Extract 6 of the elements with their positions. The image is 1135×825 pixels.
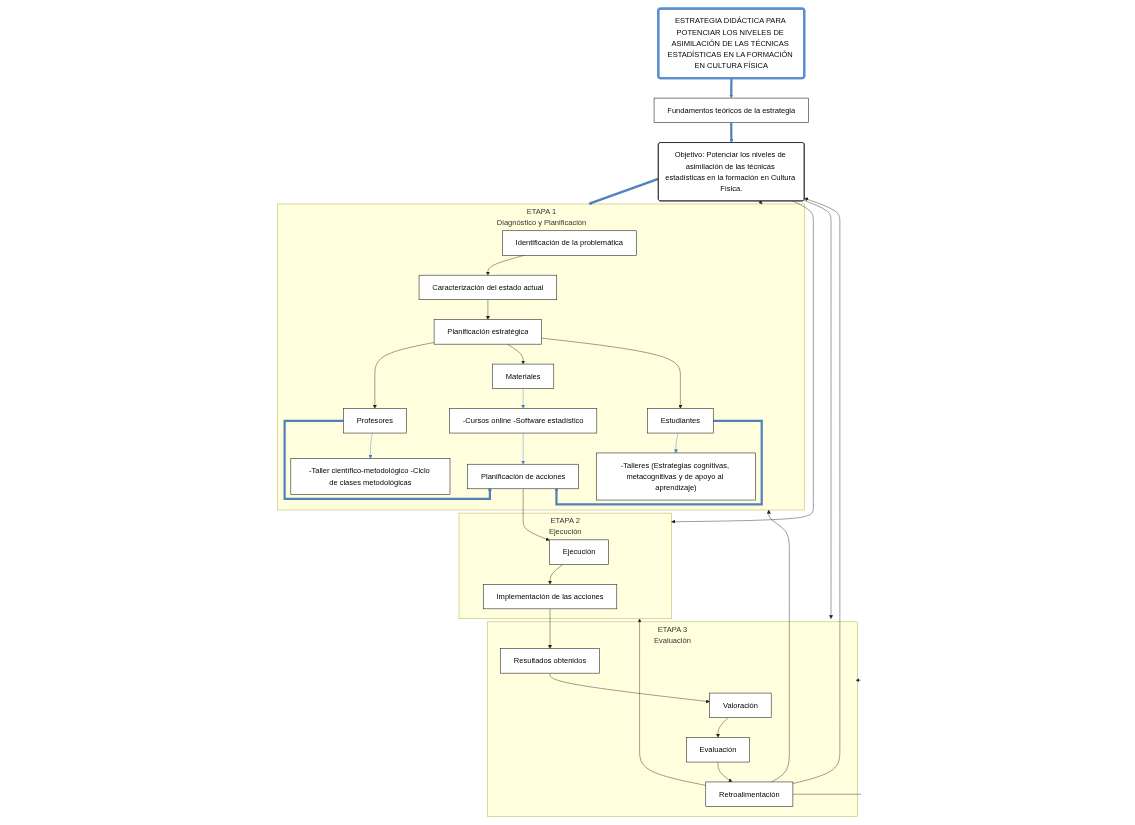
arrow	[554, 419, 763, 506]
arrow	[283, 419, 492, 500]
arrow	[729, 122, 734, 143]
arrow	[729, 78, 734, 99]
arrow	[758, 200, 763, 205]
arrow	[588, 177, 659, 205]
